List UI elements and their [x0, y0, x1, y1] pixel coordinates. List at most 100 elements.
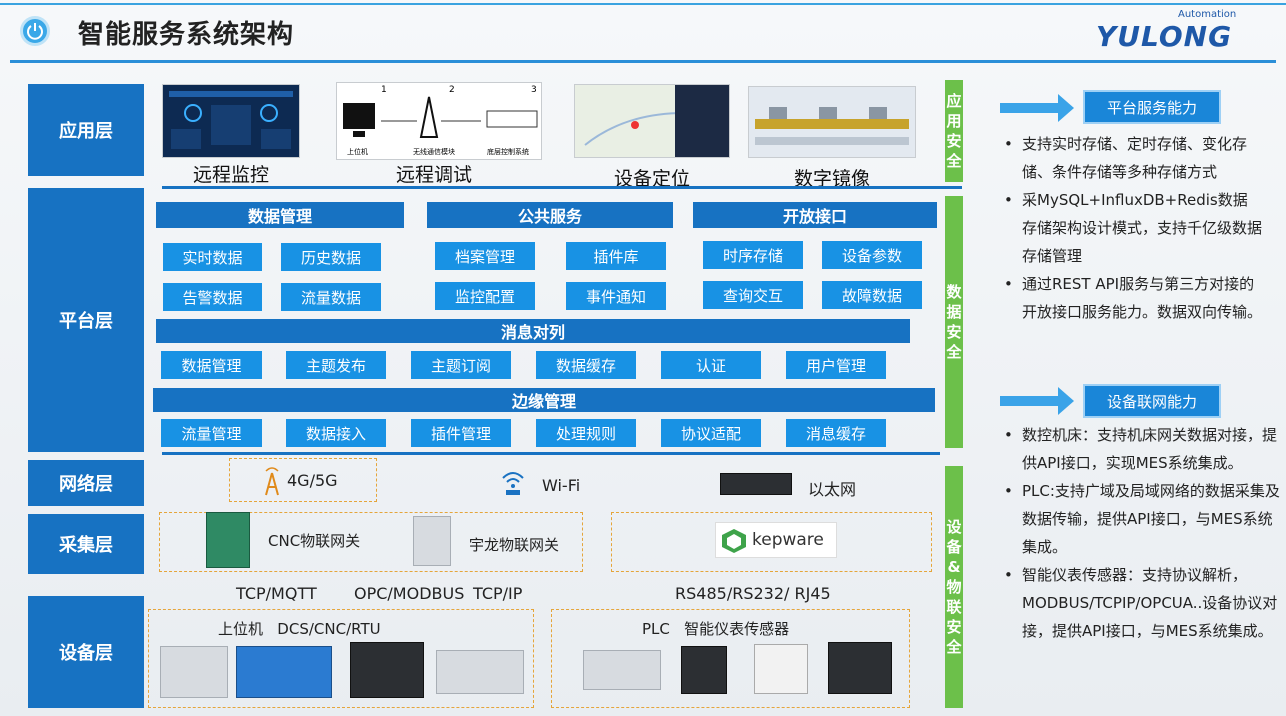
power-icon — [20, 16, 50, 46]
network-ethernet-label: 以太网 — [808, 480, 857, 499]
btn-archive-mgmt[interactable]: 档案管理 — [435, 242, 535, 270]
smart-meter-icon — [754, 644, 808, 694]
remote-monitor-image — [162, 84, 300, 158]
diagram-num-3: 3 — [531, 85, 537, 95]
app-remote-debug: 远程调试 — [395, 164, 472, 186]
arrow-device — [1000, 396, 1060, 406]
layer-collection: 采集层 — [28, 514, 144, 574]
plc-icon — [583, 650, 661, 690]
machine-tool-icon — [160, 646, 228, 698]
yulong-gateway-device-icon — [413, 516, 451, 566]
arrow-platform-head-icon — [1058, 94, 1074, 122]
btn-traffic-data[interactable]: 流量数据 — [281, 283, 381, 311]
kepware-label: kepware — [752, 530, 824, 550]
network-cellular-label: 4G/5G — [287, 471, 338, 490]
collection-gateway-box — [159, 512, 583, 572]
platform-point: 支持实时存储、定时存储、变化存储、条件存储等多种存储方式 — [1000, 130, 1262, 186]
device-left-box — [148, 609, 534, 708]
device-capability-list: 数控机床：支持机床网关数据对接，提供API接口，实现MES系统集成。 PLC:支… — [1000, 421, 1280, 645]
diagram-label-wireless: 无线通信模块 — [413, 148, 455, 156]
collection-kepware-box — [611, 512, 932, 572]
btn-alarm-data[interactable]: 告警数据 — [163, 283, 262, 311]
device-point: 智能仪表传感器：支持协议解析，MODBUS/TCPIP/OPCUA..设备协议对… — [1000, 561, 1280, 645]
platform-point: 采MySQL+InfluxDB+Redis数据存储架构设计模式，支持千亿级数据存… — [1000, 186, 1262, 270]
ethernet-switch-icon — [720, 473, 792, 495]
mq-user-mgmt[interactable]: 用户管理 — [786, 351, 886, 379]
btn-query-interaction[interactable]: 查询交互 — [703, 281, 803, 309]
digital-twin-image — [748, 86, 916, 158]
diagram-label-pc: 上位机 — [347, 148, 368, 156]
btn-monitor-config[interactable]: 监控配置 — [435, 282, 535, 310]
page-title: 智能服务系统架构 — [78, 20, 295, 50]
security-app: 应用安全 — [945, 80, 963, 182]
security-device: 设备&物联安全 — [945, 466, 963, 708]
cat-open-interface: 开放接口 — [693, 202, 937, 228]
edge-rules[interactable]: 处理规则 — [536, 419, 636, 447]
layer-network: 网络层 — [28, 460, 144, 506]
mq-auth[interactable]: 认证 — [661, 351, 761, 379]
device-left-label: 上位机 DCS/CNC/RTU — [218, 620, 381, 638]
arrow-device-head-icon — [1058, 387, 1074, 415]
protocol-mqtt: TCP/MQTT — [236, 584, 317, 603]
mq-data-mgmt[interactable]: 数据管理 — [161, 351, 262, 379]
header-divider — [10, 60, 1276, 63]
btn-device-params[interactable]: 设备参数 — [822, 241, 922, 269]
app-device-location: 设备定位 — [613, 168, 690, 190]
btn-plugin-library[interactable]: 插件库 — [566, 242, 666, 270]
logo-subtitle: Automation — [1178, 9, 1237, 20]
edge-plugin-mgmt[interactable]: 插件管理 — [411, 419, 511, 447]
platform-capability-label: 平台服务能力 — [1083, 90, 1221, 124]
company-logo: YULONG — [1096, 20, 1233, 53]
platform-point: 通过REST API服务与第三方对接的开放接口服务能力。数据双向传输。 — [1000, 270, 1262, 326]
kepware-mark-icon — [722, 529, 746, 553]
edge-traffic-mgmt[interactable]: 流量管理 — [161, 419, 262, 447]
btn-history-data[interactable]: 历史数据 — [281, 243, 381, 271]
app-remote-monitor: 远程监控 — [192, 164, 269, 186]
message-queue-header: 消息对列 — [156, 319, 910, 343]
remote-debug-image: 1 2 3 上位机 无线通信模块 底层控制系统 — [336, 82, 542, 160]
layer-application: 应用层 — [28, 84, 144, 176]
cat-data-management: 数据管理 — [156, 202, 404, 228]
layer-device: 设备层 — [28, 596, 144, 708]
cnc-gateway-device-icon — [206, 512, 250, 568]
cnc-lathe-icon — [350, 642, 424, 698]
network-cellular-box: 4G/5G — [229, 458, 377, 502]
btn-fault-data[interactable]: 故障数据 — [822, 281, 922, 309]
platform-capability-list: 支持实时存储、定时存储、变化存储、条件存储等多种存储方式 采MySQL+Infl… — [1000, 130, 1262, 326]
top-accent-line — [0, 3, 1286, 5]
btn-realtime-data[interactable]: 实时数据 — [163, 243, 262, 271]
arrow-platform — [1000, 103, 1060, 113]
cat-public-service: 公共服务 — [427, 202, 673, 228]
device-point: 数控机床：支持机床网关数据对接，提供API接口，实现MES系统集成。 — [1000, 421, 1280, 477]
edge-protocol-adapt[interactable]: 协议适配 — [661, 419, 761, 447]
injection-machine-icon — [236, 646, 332, 698]
mq-topic-subscribe[interactable]: 主题订阅 — [411, 351, 511, 379]
network-wifi-label: Wi-Fi — [542, 476, 581, 495]
cellular-tower-icon — [265, 467, 279, 496]
rtu-device-icon — [436, 650, 524, 694]
device-point: PLC:支持广域及局域网络的数据采集及数据传输，提供API接口，与MES系统集成… — [1000, 477, 1280, 561]
diagram-label-board: 底层控制系统 — [487, 148, 529, 156]
mq-topic-publish[interactable]: 主题发布 — [286, 351, 386, 379]
device-right-label: PLC 智能仪表传感器 — [642, 620, 790, 638]
edge-msg-cache[interactable]: 消息缓存 — [786, 419, 886, 447]
plc-module-icon — [681, 646, 727, 694]
protocol-tcpip: TCP/IP — [473, 584, 523, 603]
collection-yulong-gateway: 宇龙物联网关 — [469, 536, 560, 554]
mq-data-cache[interactable]: 数据缓存 — [536, 351, 636, 379]
device-capability-label: 设备联网能力 — [1083, 384, 1221, 418]
device-location-image — [574, 84, 730, 158]
layer-platform: 平台层 — [28, 188, 144, 452]
wifi-icon — [502, 472, 524, 495]
security-data: 数据安全 — [945, 196, 963, 448]
protocol-serial: RS485/RS232/ RJ45 — [675, 584, 831, 603]
platform-divider — [162, 452, 940, 455]
sensor-panel-icon — [828, 642, 892, 694]
btn-event-notify[interactable]: 事件通知 — [566, 282, 666, 310]
diagram-num-1: 1 — [381, 85, 387, 95]
collection-cnc-gateway: CNC物联网关 — [268, 532, 361, 550]
btn-timeseries-storage[interactable]: 时序存储 — [703, 241, 803, 269]
edge-data-access[interactable]: 数据接入 — [286, 419, 386, 447]
kepware-logo: kepware — [715, 522, 837, 558]
edge-mgmt-header: 边缘管理 — [153, 388, 935, 412]
